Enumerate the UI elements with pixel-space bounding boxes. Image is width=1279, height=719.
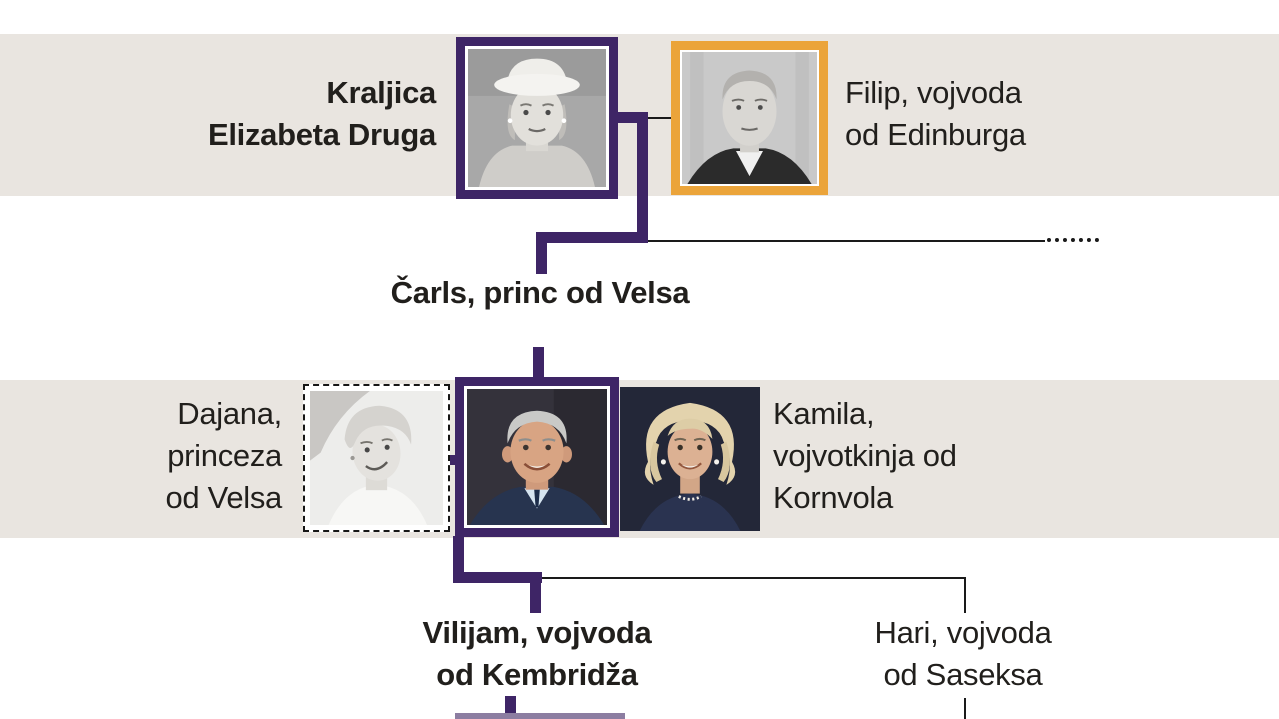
harry-name-line1: Hari, vojvoda (874, 615, 1052, 650)
diana-name-line3: od Velsa (165, 480, 282, 515)
camilla-name-line3: Kornvola (773, 480, 893, 515)
siblings-line-generation-2 (648, 240, 1045, 242)
william-label-top-stub-line (530, 583, 541, 613)
philip-name-line1: Filip, vojvoda (845, 75, 1022, 110)
queen-name-line2: Elizabeta Druga (207, 117, 436, 152)
diana-name-label: Dajana, princeza od Velsa (165, 393, 282, 519)
harry-name-label: Hari, vojvoda od Saseksa (874, 612, 1051, 696)
descent-line-horizontal-charles (536, 232, 648, 243)
camilla-name-line2: vojvotkinja od (773, 438, 957, 473)
diana-charles-connector-line (447, 455, 457, 465)
siblings-line-generation-3 (542, 577, 966, 579)
harry-descent-line (964, 698, 966, 719)
camilla-portrait-image (620, 387, 760, 531)
queen-portrait-image (468, 49, 606, 187)
william-photo-stub-line (505, 696, 516, 719)
charles-descent-vertical-line (453, 536, 464, 583)
queen-name-label: Kraljica Elizabeta Druga (208, 72, 436, 156)
camilla-name-label: Kamila, vojvotkinja od Kornvola (773, 393, 957, 519)
diana-portrait-image (310, 391, 443, 525)
harry-label-top-line (964, 577, 966, 613)
queen-name-line1: Kraljica (326, 75, 436, 110)
charles-name-label: Čarls, princ od Velsa (391, 272, 690, 314)
camilla-name-line1: Kamila, (773, 396, 875, 431)
diana-name-line1: Dajana, (177, 396, 282, 431)
queen-marriage-stub-line (616, 112, 648, 123)
diana-name-line2: princeza (167, 438, 282, 473)
siblings-line-dotted-continuation (1047, 238, 1099, 242)
diana-photo (303, 384, 450, 532)
william-name-label: Vilijam, vojvoda od Kembridža (423, 612, 652, 696)
william-name-line2: od Kembridža (436, 657, 638, 692)
descent-line-vertical-queen (637, 112, 648, 243)
william-photo-top-edge (455, 713, 625, 719)
philip-name-label: Filip, vojvoda od Edinburga (845, 72, 1026, 156)
charles-photo-top-stub-line (533, 347, 544, 378)
camilla-photo (620, 387, 760, 531)
charles-photo (455, 377, 619, 537)
philip-name-line2: od Edinburga (845, 117, 1026, 152)
charles-descent-horizontal-line (453, 572, 542, 583)
charles-label-top-stub-line (536, 243, 547, 274)
queen-philip-marriage-line (648, 117, 671, 119)
charles-portrait-image (467, 389, 607, 525)
harry-name-line2: od Saseksa (883, 657, 1043, 692)
charles-name-text: Čarls, princ od Velsa (390, 275, 690, 310)
queen-photo (456, 37, 618, 199)
william-name-line1: Vilijam, vojvoda (422, 615, 652, 650)
philip-portrait-image (682, 52, 817, 184)
philip-photo (671, 41, 828, 195)
